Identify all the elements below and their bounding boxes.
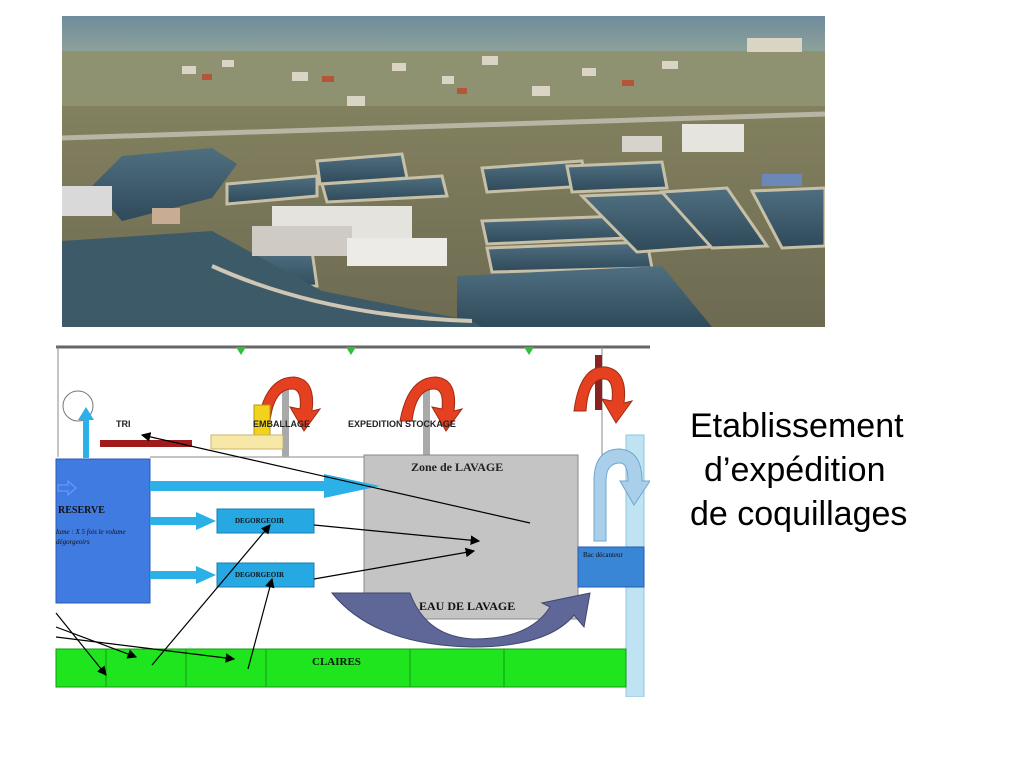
label-reserve: RESERVE bbox=[58, 505, 105, 516]
small-right-arrow-icon bbox=[57, 479, 77, 497]
blue-u-turn-arrow-icon bbox=[593, 448, 650, 542]
eau-lavage-arrow bbox=[330, 592, 591, 648]
label-degorgeoir-2: DEGORGEOIR bbox=[235, 571, 285, 579]
blue-arrow-to-degorgeoir-2 bbox=[150, 566, 216, 584]
emballage-table bbox=[210, 434, 284, 450]
label-claires: CLAIRES bbox=[312, 656, 361, 668]
process-diagram: TRI EMBALLAGE EXPEDITION STOCKAGE Zone d… bbox=[55, 345, 650, 697]
caption-line-2: d’expédition bbox=[704, 451, 886, 489]
pipe-expedition bbox=[423, 390, 430, 457]
bac-decanteur bbox=[577, 546, 645, 588]
roof-marker-icons bbox=[236, 347, 534, 355]
tri-bar bbox=[100, 440, 192, 447]
label-emballage: EMBALLAGE bbox=[253, 419, 310, 429]
label-expedition-stockage: EXPEDITION STOCKAGE bbox=[348, 419, 456, 429]
caption: Etablissement d’expédition de coquillage… bbox=[690, 404, 950, 536]
red-curved-arrow-3 bbox=[573, 366, 634, 424]
blue-arrow-to-zone bbox=[150, 474, 380, 498]
flow-arrows bbox=[55, 432, 531, 676]
red-curved-arrow-1 bbox=[257, 376, 322, 432]
blue-up-arrow-icon bbox=[78, 407, 94, 430]
label-eau-lavage: EAU DE LAVAGE bbox=[419, 599, 515, 613]
claires-basins bbox=[55, 648, 627, 688]
label-zone-lavage: Zone de LAVAGE bbox=[411, 460, 503, 474]
reserve-note-1: lume : X 5 fois le volume bbox=[56, 528, 126, 536]
reserve-note-2: dégorgeoirs bbox=[56, 538, 90, 546]
pipe-right bbox=[595, 355, 602, 410]
label-bac-decanteur: Bac décanteur bbox=[583, 551, 624, 559]
reserve-tank bbox=[55, 458, 151, 604]
blue-arrow-to-degorgeoir-1 bbox=[150, 512, 216, 530]
caption-line-3: de coquillages bbox=[690, 495, 908, 533]
red-curved-arrow-2 bbox=[399, 376, 464, 432]
label-degorgeoir-1: DEGORGEOIR bbox=[235, 517, 285, 525]
pipe-emballage bbox=[282, 390, 289, 457]
caption-line-1: Etablissement bbox=[690, 407, 904, 445]
aerial-photo bbox=[62, 16, 825, 327]
label-tri: TRI bbox=[116, 419, 131, 429]
